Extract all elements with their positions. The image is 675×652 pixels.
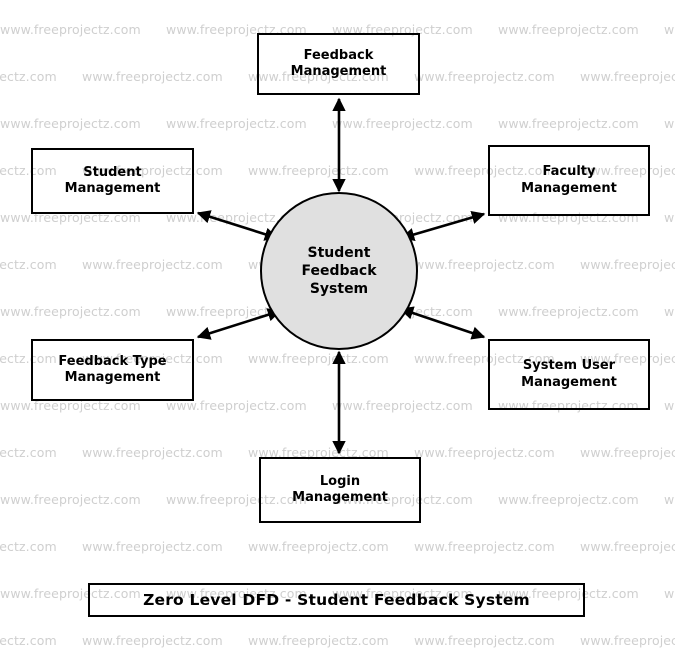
- entity-label: Feedback Management: [290, 47, 387, 79]
- entity-faculty-management[interactable]: Faculty Management: [488, 145, 650, 216]
- process-label: Student Feedback System: [301, 244, 377, 298]
- entity-student-management[interactable]: Student Management: [31, 148, 194, 214]
- flow-feedback-type-management: [196, 308, 282, 340]
- flow-system-user-management: [399, 306, 486, 340]
- process-student-feedback-system[interactable]: Student Feedback System: [260, 192, 418, 350]
- flow-student-management: [196, 210, 279, 241]
- flow-faculty-management: [400, 210, 486, 242]
- entity-feedback-management[interactable]: Feedback Management: [257, 33, 420, 95]
- entity-login-management[interactable]: Login Management: [259, 457, 421, 523]
- entity-label: Feedback Type Management: [58, 353, 167, 385]
- entity-label: Login Management: [292, 473, 388, 505]
- diagram-caption-label: Zero Level DFD - Student Feedback System: [143, 591, 530, 609]
- entity-feedback-type-management[interactable]: Feedback Type Management: [31, 339, 194, 401]
- entity-label: System User Management: [521, 358, 617, 390]
- entity-label: Student Management: [64, 164, 161, 196]
- entity-label: Faculty Management: [521, 164, 617, 196]
- entity-system-user-management[interactable]: System User Management: [488, 339, 650, 410]
- diagram-caption: Zero Level DFD - Student Feedback System: [88, 583, 585, 617]
